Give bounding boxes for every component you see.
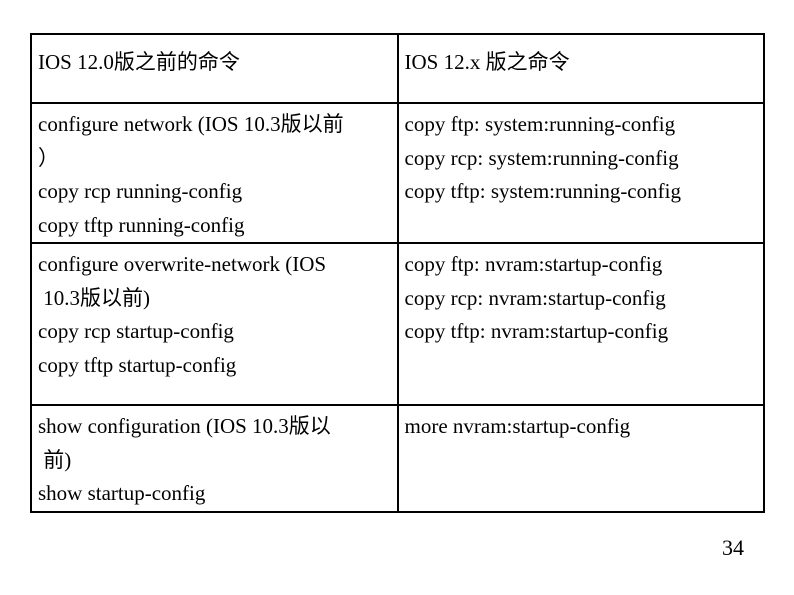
table-header-row: IOS 12.0版之前的命令 IOS 12.x 版之命令 bbox=[30, 33, 765, 104]
table-row: show configuration (IOS 10.3版以 前) show s… bbox=[30, 404, 765, 513]
table-row: configure overwrite-network (IOS 10.3版以前… bbox=[30, 242, 765, 406]
page-number: 34 bbox=[722, 535, 744, 560]
cell-new-startup-config-commands: copy ftp: nvram:startup-config copy rcp:… bbox=[396, 242, 765, 406]
cell-old-show-config-commands: show configuration (IOS 10.3版以 前) show s… bbox=[30, 404, 399, 513]
cell-new-show-config-commands: more nvram:startup-config bbox=[396, 404, 765, 513]
header-cell-12x-commands: IOS 12.x 版之命令 bbox=[396, 33, 765, 104]
ios-command-comparison-table: IOS 12.0版之前的命令 IOS 12.x 版之命令 configure n… bbox=[30, 33, 765, 513]
cell-old-running-config-commands: configure network (IOS 10.3版以前 ） copy rc… bbox=[30, 102, 399, 244]
header-cell-pre-12-commands: IOS 12.0版之前的命令 bbox=[30, 33, 399, 104]
table-row: configure network (IOS 10.3版以前 ） copy rc… bbox=[30, 102, 765, 244]
cell-old-startup-config-commands: configure overwrite-network (IOS 10.3版以前… bbox=[30, 242, 399, 406]
cell-new-running-config-commands: copy ftp: system:running-config copy rcp… bbox=[396, 102, 765, 244]
